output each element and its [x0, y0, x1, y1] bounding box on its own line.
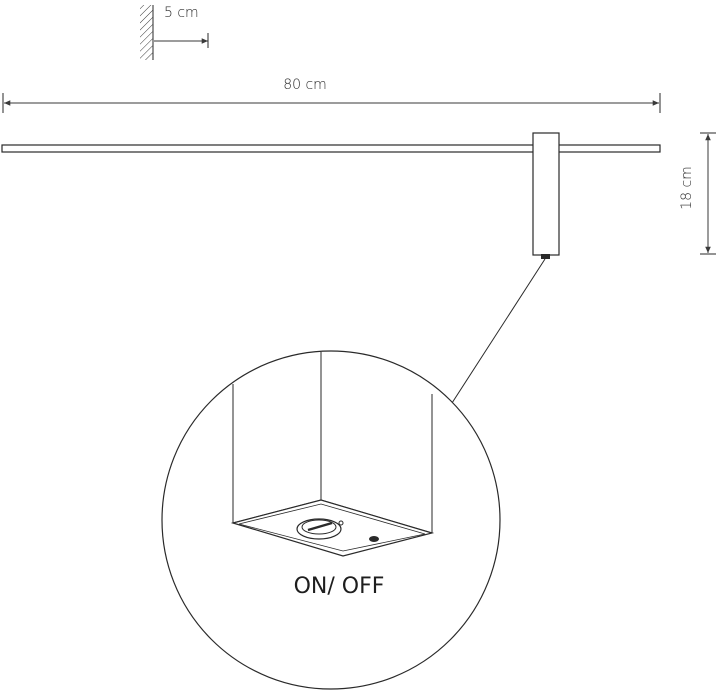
lamp-switch-knob [541, 254, 550, 259]
length-dimension: 80 cm [2, 77, 661, 113]
detail-leader-line [451, 258, 546, 404]
length-label: 80 cm [283, 77, 327, 93]
switch-label: ON/ OFF [294, 574, 385, 599]
wall-hatch-symbol [140, 5, 154, 60]
indicator-led-icon [369, 536, 379, 542]
height-dimension: 18 cm [679, 132, 716, 255]
lamp-mount-body [532, 132, 560, 256]
switch-detail-view: ON/ OFF [161, 350, 501, 690]
wall-offset-dimension: 5 cm [140, 5, 209, 60]
wall-offset-label: 5 cm [164, 5, 199, 21]
height-label: 18 cm [679, 166, 695, 210]
wall-lamp [1, 132, 661, 259]
lamp-light-bar [1, 144, 661, 153]
rotary-switch-icon [296, 518, 344, 540]
